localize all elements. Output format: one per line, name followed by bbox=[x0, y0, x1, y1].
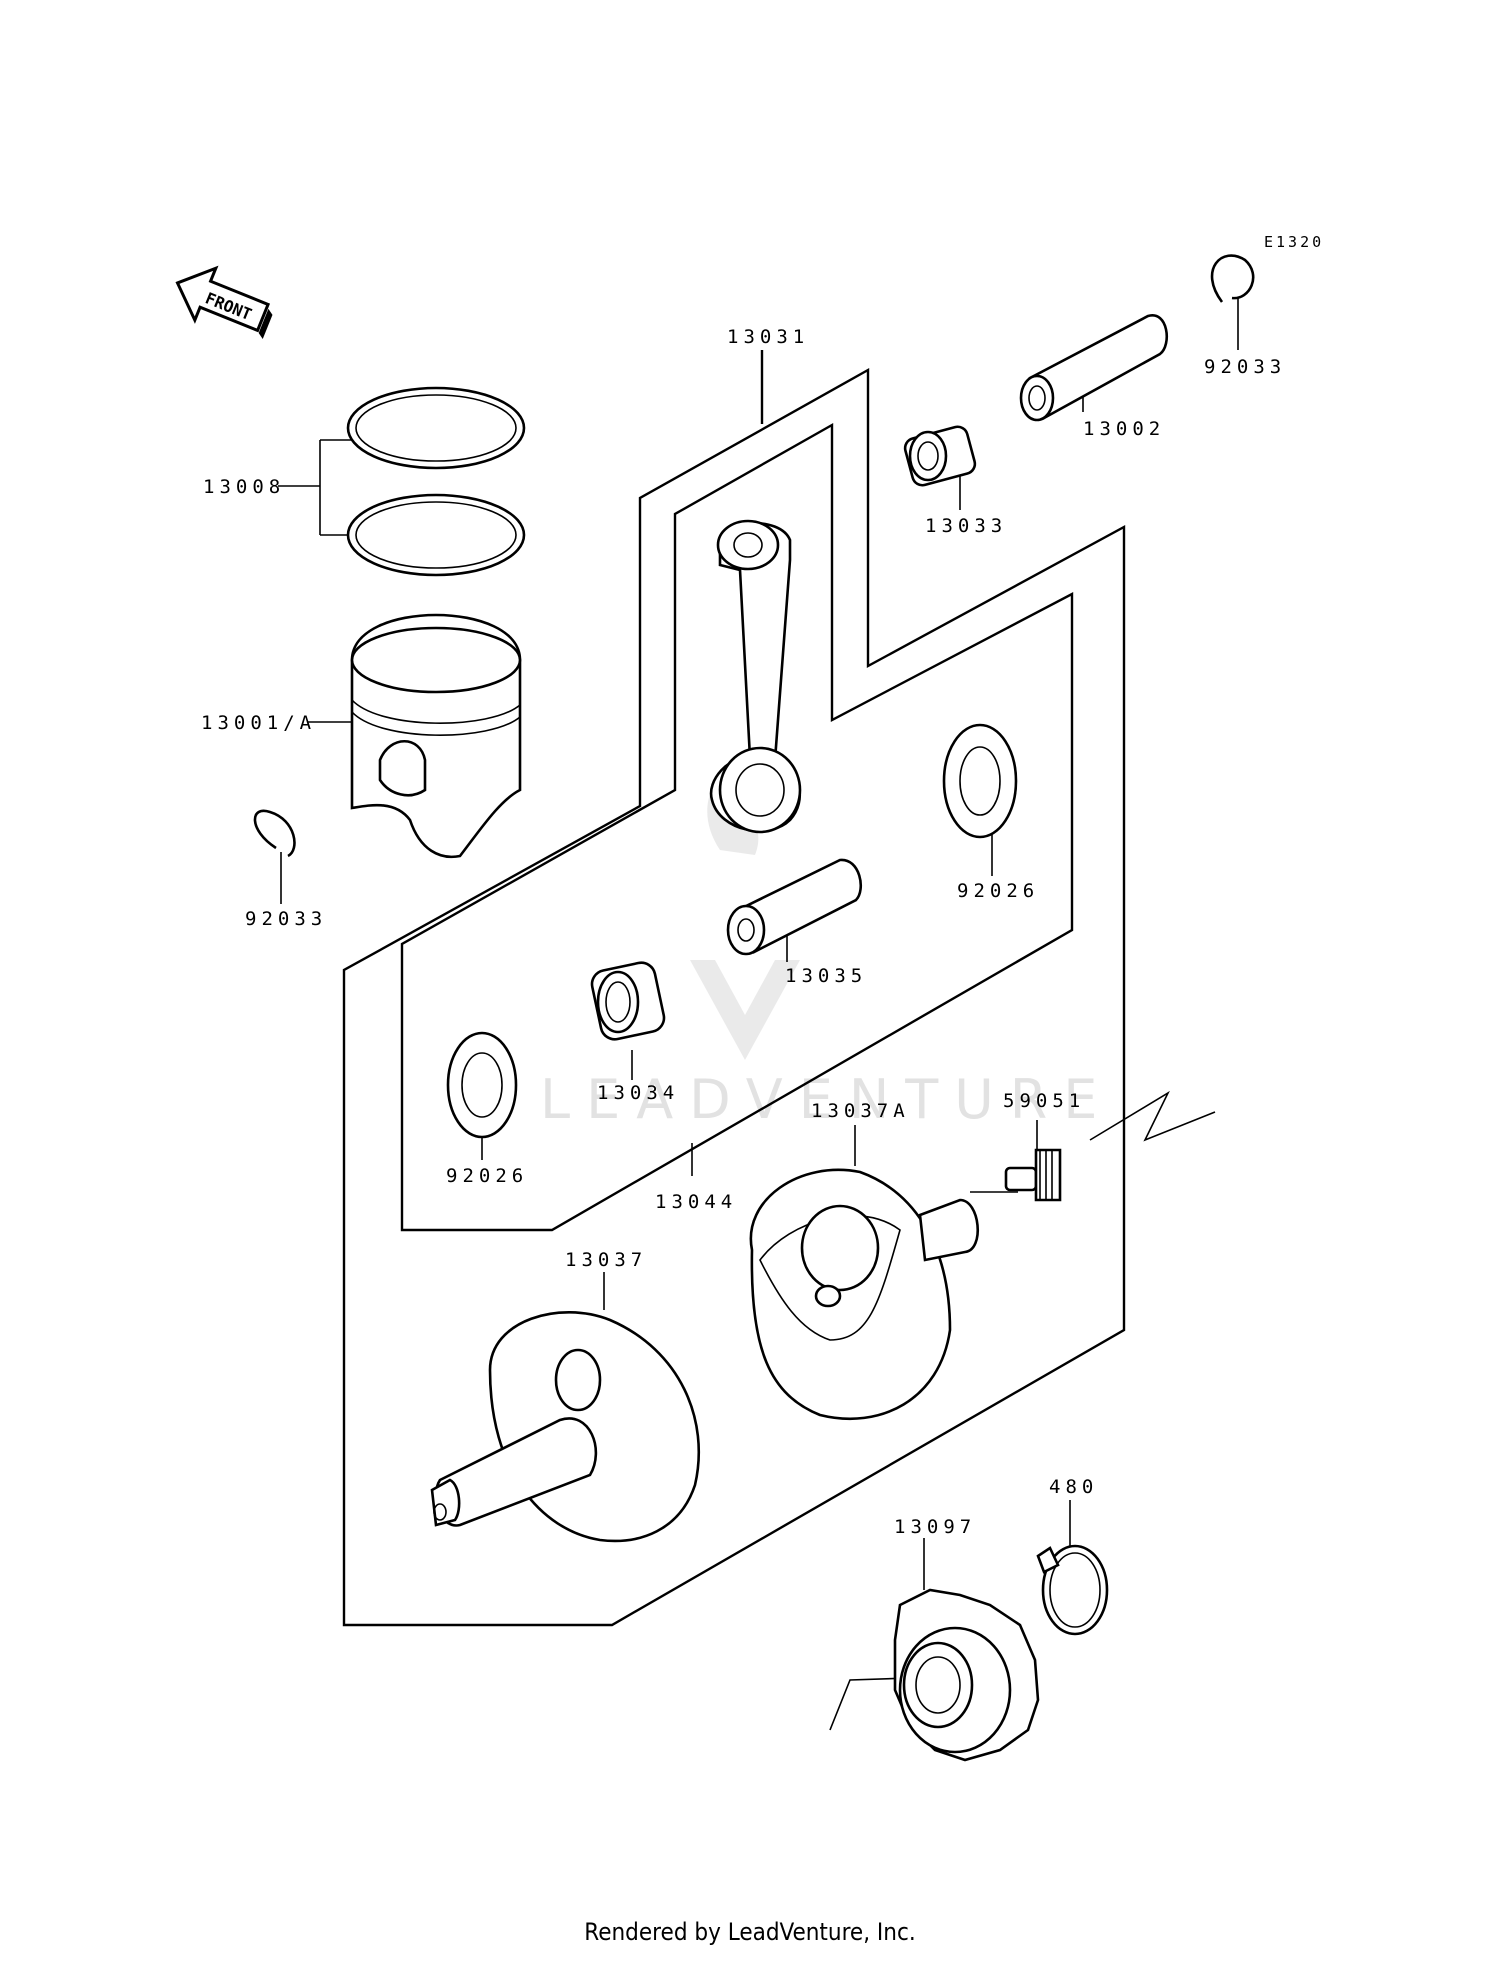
piston-pin bbox=[1019, 314, 1168, 422]
watermark-text: LEADVENTURE bbox=[540, 1068, 1113, 1131]
label-13037a: 13037A bbox=[811, 1100, 910, 1122]
label-92033-top: 92033 bbox=[1204, 356, 1286, 378]
thrust-washer-right bbox=[942, 723, 1018, 839]
circlip-left bbox=[253, 809, 296, 858]
label-13034: 13034 bbox=[597, 1082, 679, 1104]
label-92026-right: 92026 bbox=[957, 880, 1039, 902]
front-arrow-icon: FRONT bbox=[175, 265, 273, 339]
label-13044: 13044 bbox=[655, 1191, 737, 1213]
crankshaft-assembly-outline bbox=[342, 367, 1126, 1627]
small-end-bearing bbox=[903, 425, 977, 487]
crank-pin bbox=[726, 858, 863, 956]
label-13008: 13008 bbox=[203, 476, 285, 498]
diagram-code: E1320 bbox=[1264, 233, 1324, 251]
piston-rings bbox=[346, 386, 526, 577]
label-13033: 13033 bbox=[925, 515, 1007, 537]
label-92026-left: 92026 bbox=[446, 1165, 528, 1187]
label-59051: 59051 bbox=[1003, 1090, 1085, 1112]
label-13031: 13031 bbox=[727, 326, 809, 348]
big-end-bearing bbox=[590, 961, 666, 1041]
footer-credit: Rendered by LeadVenture, Inc. bbox=[584, 1918, 916, 1946]
crankshaft-gear bbox=[893, 1588, 1040, 1762]
connecting-rod-assembly-outline bbox=[400, 422, 1074, 1232]
thrust-washer-left bbox=[446, 1031, 518, 1139]
label-13001a: 13001/A bbox=[201, 712, 316, 734]
piston bbox=[350, 613, 522, 859]
connecting-rod bbox=[709, 519, 802, 834]
circlip-480 bbox=[1036, 1544, 1109, 1636]
label-13035: 13035 bbox=[785, 965, 867, 987]
crankshaft-left-half bbox=[430, 1311, 700, 1543]
circlip-top bbox=[1210, 254, 1255, 303]
label-92033-left: 92033 bbox=[245, 908, 327, 930]
label-13002: 13002 bbox=[1083, 418, 1165, 440]
label-13097: 13097 bbox=[894, 1516, 976, 1538]
crank-gear-pin bbox=[1004, 1148, 1062, 1202]
crankshaft-right-half bbox=[749, 1168, 979, 1420]
label-13037: 13037 bbox=[565, 1249, 647, 1271]
label-480: 480 bbox=[1049, 1476, 1098, 1498]
